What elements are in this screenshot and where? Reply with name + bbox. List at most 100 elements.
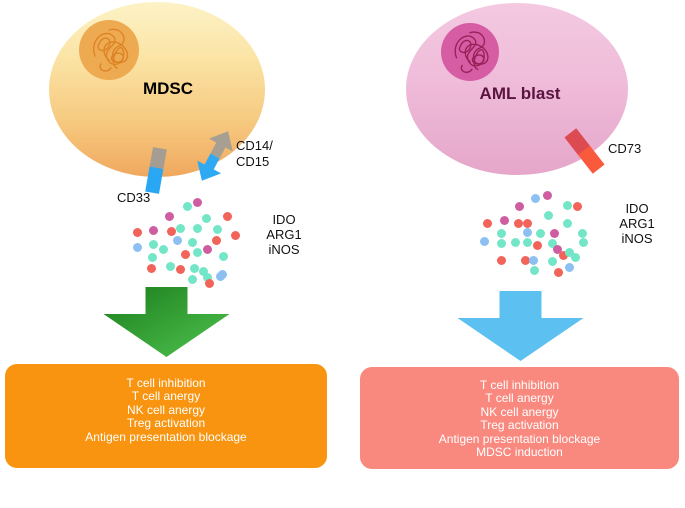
molecule-dot: [496, 255, 506, 265]
molecule-dot: [175, 264, 185, 274]
molecule-dot: [562, 218, 572, 228]
cd14-cd15-double-arrow: [189, 124, 242, 188]
molecule-dot: [166, 226, 176, 236]
molecule-dot: [562, 200, 572, 210]
effect-line: Antigen presentation blockage: [438, 431, 601, 446]
molecule-dot: [192, 223, 202, 233]
molecule-dot: [570, 252, 580, 262]
molecule-dot: [549, 228, 559, 238]
cd14-cd15-label: CD14/ CD15: [236, 138, 273, 169]
molecule-dot: [165, 261, 175, 271]
molecule-dot: [522, 237, 532, 247]
molecule-dot: [204, 278, 214, 288]
cd73-label: CD73: [608, 141, 642, 156]
molecule-dot: [202, 244, 212, 254]
molecule-dot: [564, 247, 574, 257]
cd15-arrow-down-blue: [197, 153, 222, 181]
molecule-dot: [553, 267, 563, 277]
molecule-dot: [187, 274, 197, 284]
mdsc-cell-label: MDSC: [142, 79, 194, 98]
molecule-dot: [230, 230, 240, 240]
molecule-dot: [215, 271, 225, 281]
effect-line: T cell anergy: [485, 391, 554, 406]
molecule-dot: [147, 252, 157, 262]
enzyme-ido-right: IDO: [625, 201, 649, 216]
molecule-dot: [187, 237, 197, 247]
molecule-dot: [218, 251, 228, 261]
blue-down-arrow: [456, 290, 585, 362]
molecule-dot: [542, 190, 552, 200]
effect-line: NK cell anergy: [126, 402, 206, 417]
molecule-dot: [499, 215, 509, 225]
molecule-dot: [172, 235, 182, 245]
molecule-dot: [552, 244, 562, 254]
cd14-label-line1: CD14/: [236, 138, 273, 153]
molecule-dot: [202, 272, 212, 282]
molecule-dot: [535, 228, 545, 238]
cd33-label: CD33: [117, 190, 151, 205]
mdsc-box-reflection: T cell inhibition T cell anergy NK cell …: [5, 470, 327, 508]
effect-line: Antigen presentation blockage: [85, 429, 247, 444]
molecule-dot: [496, 228, 506, 238]
molecule-dot: [132, 242, 142, 252]
cd14-arrow-up-gray: [208, 131, 233, 159]
molecule-dot: [479, 236, 489, 246]
cd14-label-line2: CD15: [236, 153, 270, 169]
aml-box-reflection: T cell inhibition T cell anergy NK cell …: [360, 471, 679, 508]
molecule-dot: [211, 235, 221, 245]
enzyme-ido-left: IDO: [272, 212, 296, 227]
molecule-dot: [212, 224, 222, 234]
molecule-dot: [564, 262, 574, 272]
effect-line: MDSC induction: [476, 445, 563, 460]
enzyme-list-right: IDO ARG1 iNOS: [619, 201, 654, 246]
effect-line: T cell inhibition: [126, 376, 206, 390]
molecule-dot: [192, 197, 202, 207]
aml-chromatin-scribble: [454, 31, 489, 73]
molecule-dot: [522, 218, 532, 228]
aml-blast-cell-label: AML blast: [479, 84, 561, 103]
molecule-dot: [529, 265, 539, 275]
molecule-cluster-right: [479, 190, 596, 278]
molecule-cluster-left: [130, 197, 246, 289]
effect-line: NK cell anergy: [480, 404, 559, 419]
molecule-dot: [175, 223, 185, 233]
molecule-dot: [522, 227, 532, 237]
enzyme-arg1-left: ARG1: [266, 227, 302, 242]
molecule-dot: [180, 249, 190, 259]
molecule-dot: [547, 256, 557, 266]
molecule-dot: [577, 228, 587, 238]
molecule-dot: [530, 193, 540, 203]
molecule-dot: [510, 237, 520, 247]
mdsc-effects-box: T cell inhibition T cell anergy NK cell …: [5, 364, 327, 468]
molecule-dot: [182, 201, 192, 211]
effect-line: Treg activation: [126, 416, 206, 431]
effect-line: T cell anergy: [131, 389, 201, 404]
molecule-dot: [158, 244, 168, 254]
enzyme-arg1-right: ARG1: [619, 216, 655, 231]
enzyme-list-left: IDO ARG1 iNOS: [266, 212, 301, 257]
molecule-dot: [192, 247, 202, 257]
molecule-dot: [578, 237, 588, 247]
molecule-dot: [201, 213, 211, 223]
molecule-dot: [572, 201, 582, 211]
molecule-dot: [496, 238, 506, 248]
molecule-dot: [198, 266, 208, 276]
enzyme-inos-right: iNOS: [621, 231, 653, 246]
molecule-dot: [164, 211, 174, 221]
molecule-dot: [547, 238, 557, 248]
molecule-dot: [482, 218, 492, 228]
molecule-dot: [189, 263, 199, 273]
green-down-arrow: [102, 286, 231, 358]
mdsc-chromatin-scribble: [93, 28, 129, 72]
molecule-dot: [520, 255, 530, 265]
molecule-dot: [222, 211, 232, 221]
molecule-dot: [148, 239, 158, 249]
molecule-dot: [543, 210, 553, 220]
aml-effects-box: T cell inhibition T cell anergy NK cell …: [360, 367, 679, 469]
molecule-dot: [532, 240, 542, 250]
mdsc-nucleus: [79, 20, 139, 80]
molecule-dot: [146, 263, 156, 273]
molecule-dot: [148, 225, 158, 235]
effect-line: T cell inhibition: [479, 378, 560, 392]
